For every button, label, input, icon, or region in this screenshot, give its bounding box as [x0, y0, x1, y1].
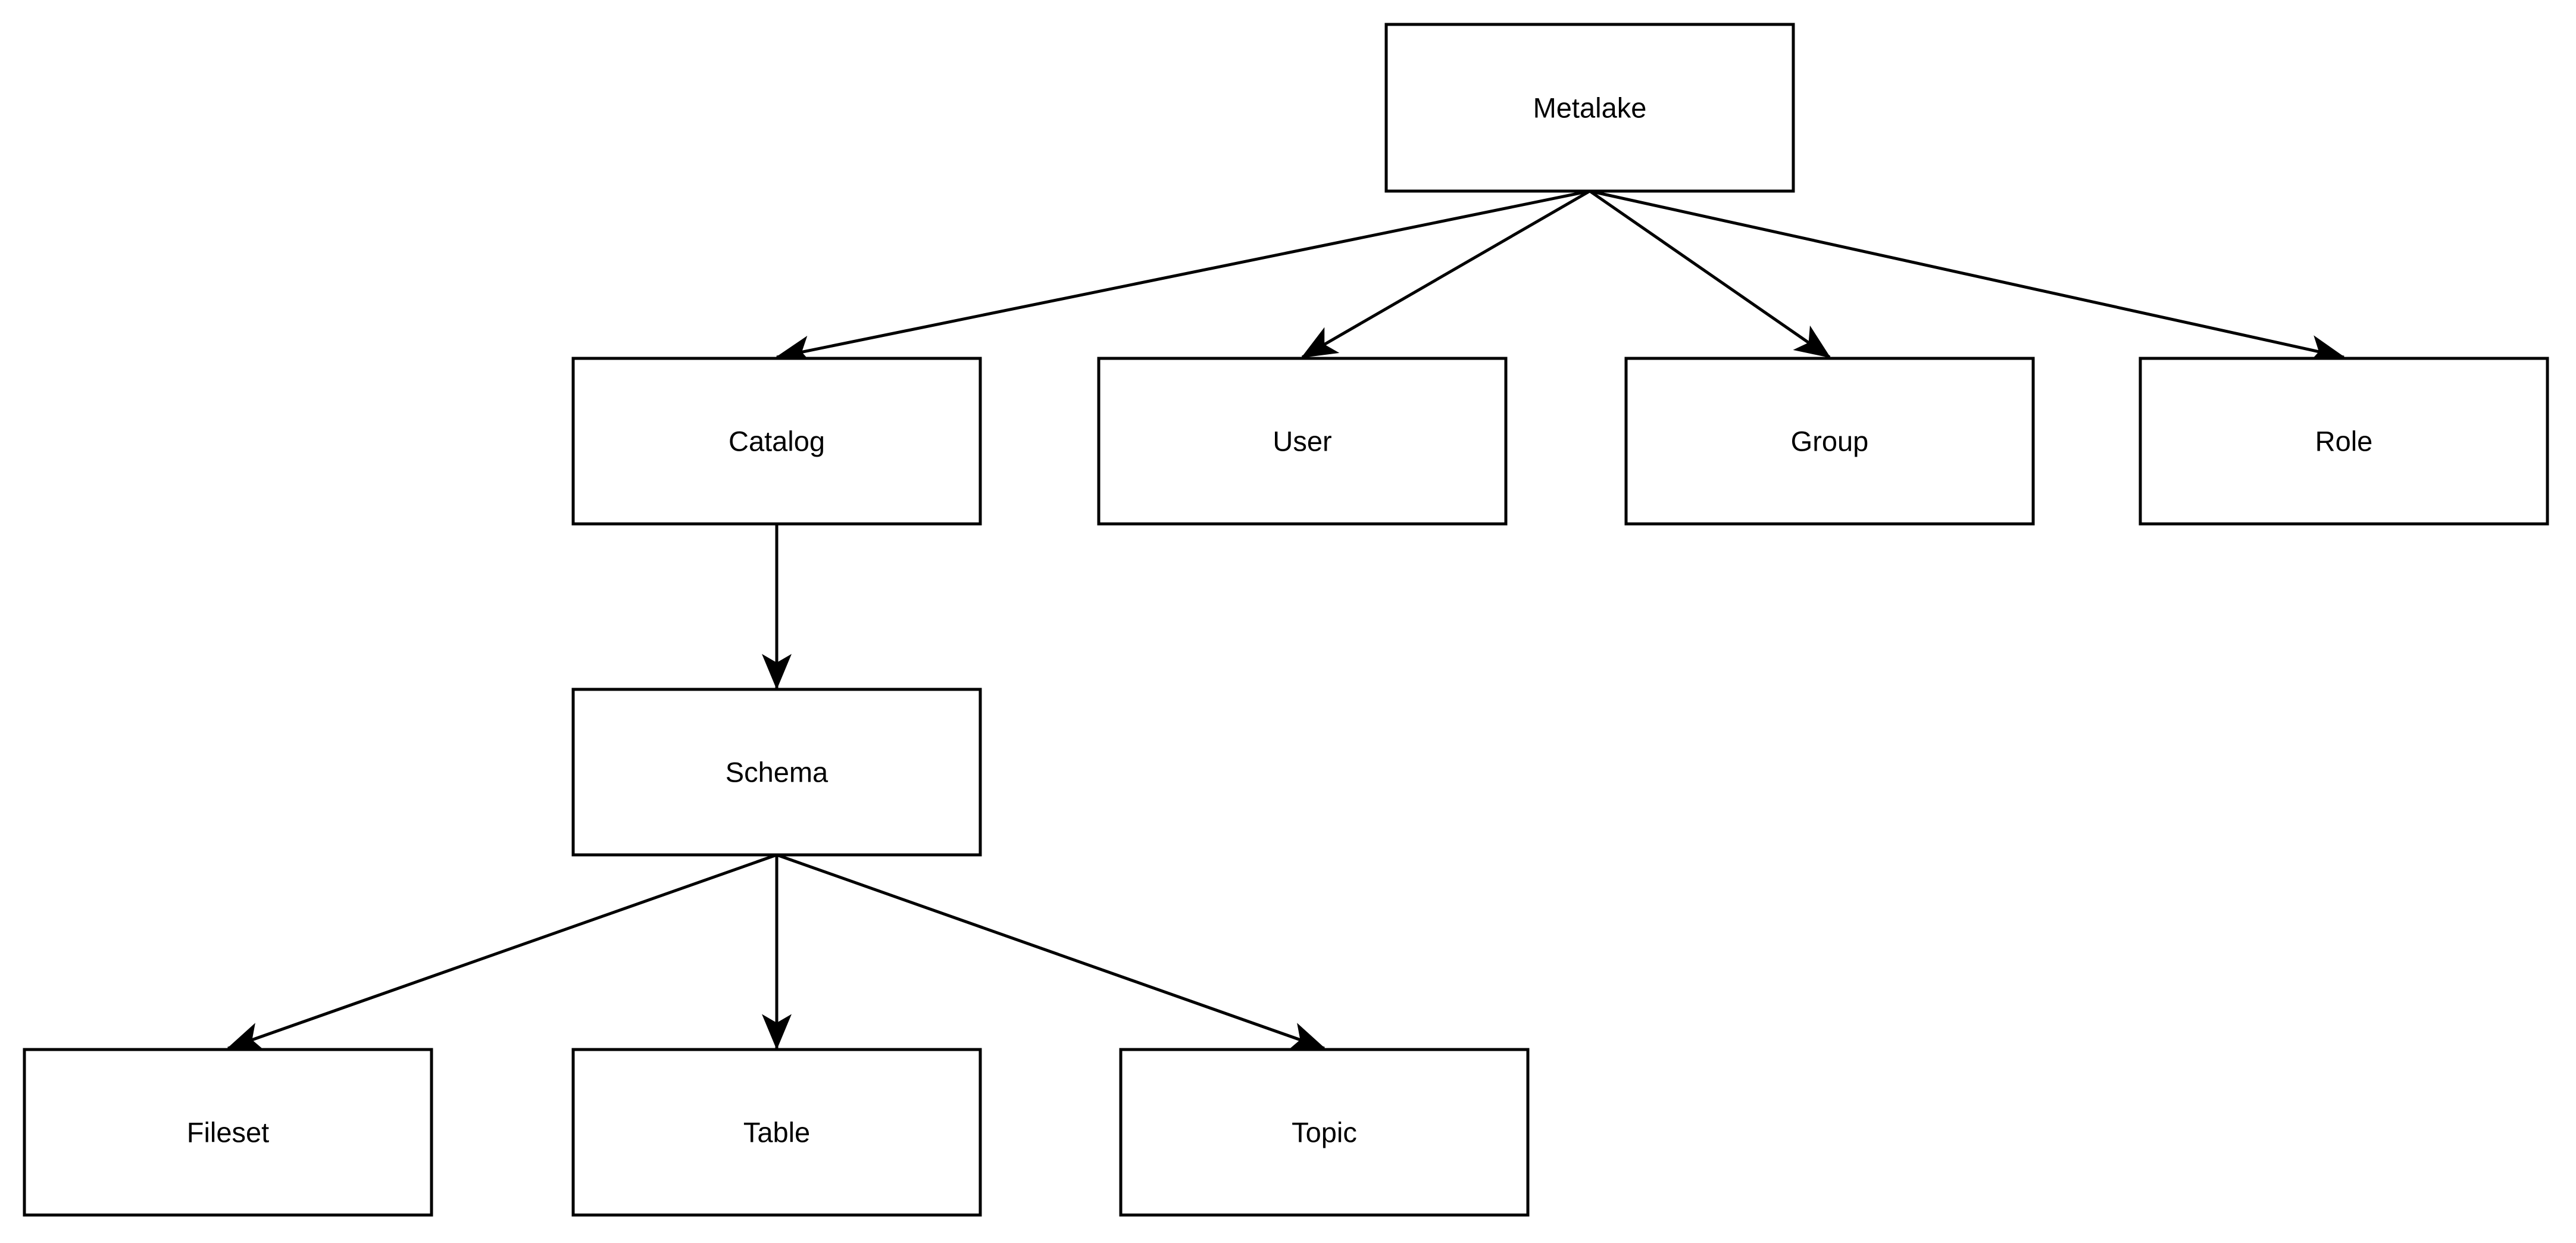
node-fileset: Fileset — [23, 1048, 433, 1217]
node-box-group — [1624, 357, 2035, 526]
node-box-topic — [1119, 1048, 1530, 1217]
edge-metalake-to-group — [1589, 189, 1831, 359]
node-topic: Topic — [1119, 1048, 1530, 1217]
node-box-fileset — [23, 1048, 433, 1217]
node-label-table: Table — [743, 1117, 810, 1148]
node-label-user: User — [1273, 426, 1331, 457]
edge-metalake-to-catalog — [775, 189, 1590, 365]
node-user: User — [1097, 357, 1508, 526]
node-label-group: Group — [1791, 426, 1869, 457]
node-table: Table — [571, 1048, 982, 1217]
edge-metalake-to-role — [1589, 189, 2346, 365]
edge-schema-to-fileset — [226, 853, 777, 1051]
node-box-schema — [571, 688, 982, 857]
node-box-role — [2139, 357, 2549, 526]
node-role: Role — [2139, 357, 2549, 526]
node-label-metalake: Metalake — [1533, 92, 1647, 124]
edge-layer — [226, 189, 2346, 1051]
edge-metalake-to-user — [1300, 189, 1591, 359]
node-label-schema: Schema — [726, 757, 829, 788]
node-metalake: Metalake — [1384, 23, 1795, 193]
node-box-catalog — [571, 357, 982, 526]
node-box-user — [1097, 357, 1508, 526]
node-box-metalake — [1384, 23, 1795, 193]
node-label-topic: Topic — [1292, 1117, 1357, 1148]
node-label-role: Role — [2315, 426, 2373, 457]
node-label-fileset: Fileset — [187, 1117, 269, 1148]
node-label-catalog: Catalog — [729, 426, 825, 457]
node-schema: Schema — [571, 688, 982, 857]
node-catalog: Catalog — [571, 357, 982, 526]
node-group: Group — [1624, 357, 2035, 526]
edge-schema-to-topic — [776, 853, 1326, 1051]
node-box-table — [571, 1048, 982, 1217]
